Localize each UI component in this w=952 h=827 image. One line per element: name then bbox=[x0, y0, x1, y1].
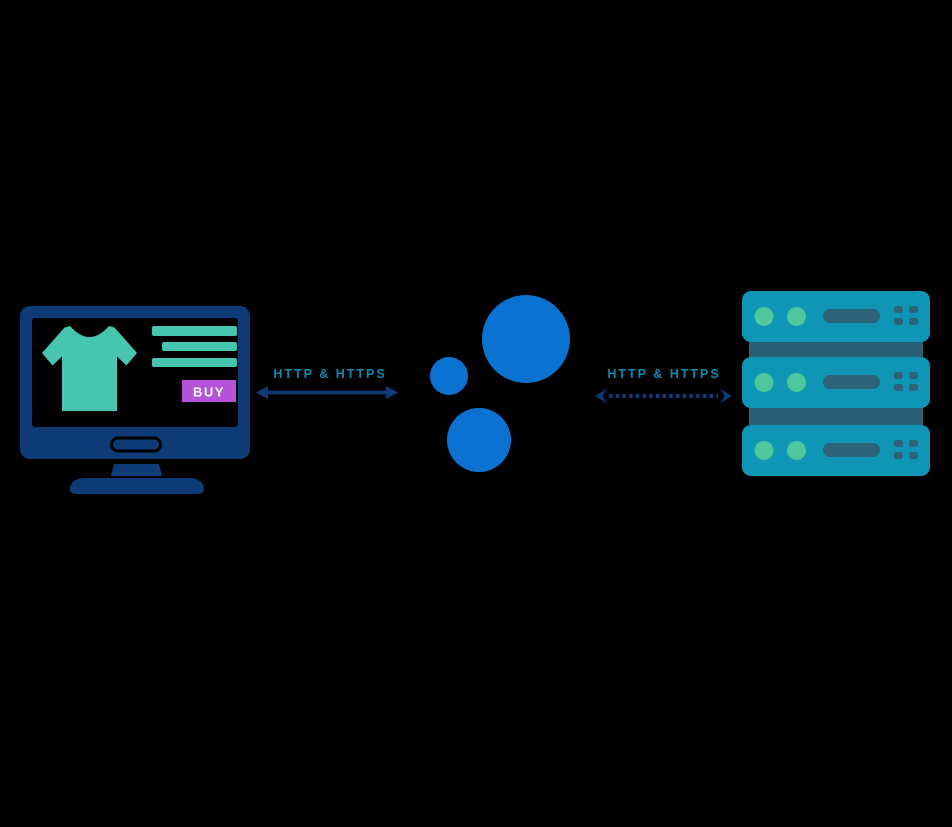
buy-button-label: BUY bbox=[193, 385, 225, 400]
monitor-vent bbox=[110, 436, 162, 453]
left-connection: HTTP & HTTPS bbox=[256, 367, 398, 399]
server-unit-1 bbox=[742, 291, 930, 342]
buy-button-background bbox=[182, 380, 236, 402]
right-connection: HTTP & HTTPS bbox=[595, 367, 732, 404]
right-connection-label: HTTP & HTTPS bbox=[607, 367, 720, 381]
buy-button: BUY bbox=[182, 380, 236, 402]
arrowhead-right-icon bbox=[386, 386, 398, 399]
monitor-base bbox=[70, 478, 204, 494]
server-unit-2 bbox=[742, 357, 930, 408]
arrowhead-left-icon bbox=[256, 386, 268, 399]
chevron-arrowhead-right-icon bbox=[720, 388, 732, 404]
proxy-circle-large bbox=[482, 295, 570, 383]
proxy-circles bbox=[430, 295, 570, 472]
tshirt-icon bbox=[42, 326, 137, 411]
screen-text-line bbox=[152, 326, 237, 336]
server-unit-3 bbox=[742, 425, 930, 476]
screen-text-line bbox=[162, 342, 237, 351]
proxy-circle-small bbox=[430, 357, 468, 395]
server-connector bbox=[749, 408, 923, 425]
monitor-neck bbox=[111, 464, 162, 476]
dotted-double-arrow-icon bbox=[595, 388, 732, 404]
client-computer: BUY bbox=[20, 306, 250, 494]
origin-servers bbox=[742, 291, 930, 476]
chevron-arrowhead-left-icon bbox=[595, 388, 607, 404]
proxy-circle-medium bbox=[447, 408, 511, 472]
server-connector bbox=[749, 342, 923, 357]
screen-text-line bbox=[152, 358, 237, 367]
left-connection-label: HTTP & HTTPS bbox=[273, 367, 386, 381]
solid-double-arrow-icon bbox=[256, 386, 398, 399]
